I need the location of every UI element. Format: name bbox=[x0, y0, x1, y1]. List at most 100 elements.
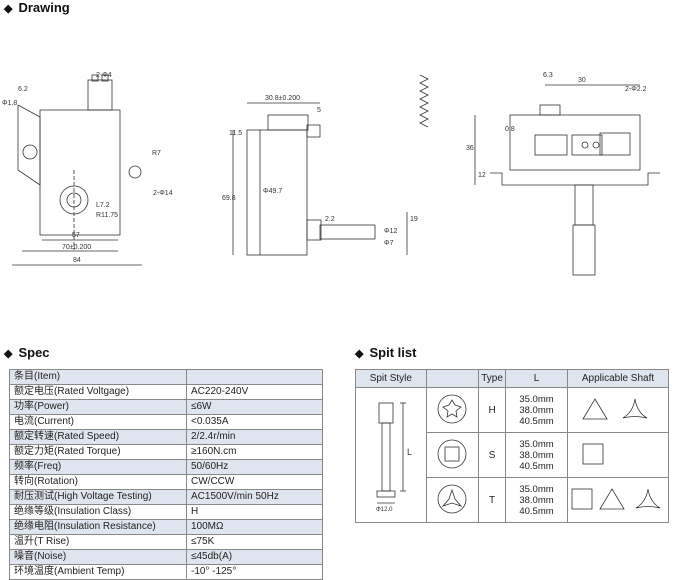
multi-shaft-icons bbox=[571, 487, 661, 509]
spec-value: ≤6W bbox=[186, 399, 323, 415]
spec-value: AC1500V/min 50Hz bbox=[186, 489, 323, 505]
spec-row: 额定电压(Rated Voltgage)AC220-240V bbox=[9, 384, 323, 400]
dim-label: Φ49.7 bbox=[263, 188, 282, 195]
spit-header-type: Type bbox=[478, 369, 506, 388]
spit-length-value: 35.0mm bbox=[519, 393, 554, 405]
spec-row: 条目(Item) bbox=[9, 369, 323, 385]
spit-length-label: L bbox=[407, 447, 412, 457]
spec-key: 噪音(Noise) bbox=[9, 549, 187, 565]
spit-length-value: 40.5mm bbox=[519, 415, 554, 427]
right-shaft bbox=[572, 224, 596, 276]
spec-key: 耐压测试(High Voltage Testing) bbox=[9, 489, 187, 505]
spec-key: 条目(Item) bbox=[9, 369, 187, 385]
spit-table: Spit Style Type L Applicable Shaft bbox=[355, 369, 669, 523]
spec-title: Spec bbox=[18, 345, 50, 360]
spit-lengths: 35.0mm 38.0mm 40.5mm bbox=[505, 477, 568, 523]
spit-shaft-cell bbox=[567, 477, 669, 523]
drawing-heading: ◆ Drawing bbox=[4, 0, 70, 15]
spec-key: 功率(Power) bbox=[9, 399, 187, 415]
side-shaft bbox=[319, 224, 376, 240]
spring-coil bbox=[419, 74, 429, 128]
dim-label: 6.2 bbox=[18, 86, 28, 93]
spec-row: 额定力矩(Rated Torque)≥160N.cm bbox=[9, 444, 323, 460]
spec-row: 环境温度(Ambient Temp)-10° -125° bbox=[9, 564, 323, 580]
dim-label: R11.75 bbox=[96, 212, 118, 219]
side-view bbox=[232, 102, 408, 256]
square-shaft-icon bbox=[582, 443, 604, 464]
diamond-bullet-icon: ◆ bbox=[4, 3, 13, 15]
spec-key: 温升(T Rise) bbox=[9, 534, 187, 550]
spit-style-icon: L Φ12.0 bbox=[376, 402, 412, 513]
spec-key: 额定转速(Rated Speed) bbox=[9, 429, 187, 445]
spec-value: ≥160N.cm bbox=[186, 444, 323, 460]
dim-label: Φ7 bbox=[384, 240, 394, 247]
spec-row: 功率(Power)≤6W bbox=[9, 399, 323, 415]
spit-length-value: 35.0mm bbox=[519, 483, 554, 495]
dim-label: 2-Φ4 bbox=[96, 72, 112, 79]
spec-row: 频率(Freq)50/60Hz bbox=[9, 459, 323, 475]
spec-row: 额定转速(Rated Speed)2/2.4r/min bbox=[9, 429, 323, 445]
dim-label: Φ12 bbox=[384, 228, 397, 235]
spit-length-value: 38.0mm bbox=[519, 404, 554, 416]
spit-shaft-cell bbox=[567, 387, 669, 433]
spit-header-blank bbox=[425, 369, 480, 388]
spit-row: S 35.0mm 38.0mm 40.5mm bbox=[356, 432, 669, 478]
right-body bbox=[509, 114, 641, 171]
drawing-title: Drawing bbox=[18, 0, 70, 15]
spec-key: 转向(Rotation) bbox=[9, 474, 187, 490]
spec-row: 噪音(Noise)≤45db(A) bbox=[9, 549, 323, 565]
dim-label: 0.8 bbox=[505, 126, 515, 133]
spec-row: 绝缘电阻(Insulation Resistance)100MΩ bbox=[9, 519, 323, 535]
dim-label: 19 bbox=[410, 216, 418, 223]
spec-value: ≤75K bbox=[186, 534, 323, 550]
spec-key: 电流(Current) bbox=[9, 414, 187, 430]
dim-label: 11.5 bbox=[229, 130, 242, 137]
spit-lengths: 35.0mm 38.0mm 40.5mm bbox=[505, 387, 568, 433]
spit-row: L Φ12.0 H 35.0mm 38.0mm 40.5mm bbox=[355, 387, 669, 523]
spec-value: 2/2.4r/min bbox=[186, 429, 323, 445]
spec-heading: ◆Spec bbox=[4, 345, 50, 360]
dim-label: 6.3 bbox=[543, 72, 553, 79]
spit-shaft-cell bbox=[567, 432, 669, 478]
spit-row: T 35.0mm 38.0mm 40.5mm bbox=[356, 477, 669, 523]
front-view bbox=[12, 74, 142, 266]
spit-length-value: 38.0mm bbox=[519, 494, 554, 506]
dim-label: 30 bbox=[578, 77, 586, 84]
dim-label: 57 bbox=[72, 232, 80, 239]
dim-label: 2.2 bbox=[325, 216, 335, 223]
spit-type: S bbox=[478, 432, 506, 478]
spit-cross-section bbox=[425, 477, 480, 523]
front-left-flange bbox=[17, 104, 41, 186]
spec-key: 绝缘等级(Insulation Class) bbox=[9, 504, 187, 520]
spit-title: Spit list bbox=[369, 345, 417, 360]
right-view bbox=[474, 84, 660, 276]
spit-length-value: 35.0mm bbox=[519, 438, 554, 450]
h-section-icon bbox=[437, 394, 467, 423]
dim-label: 69.8 bbox=[222, 195, 236, 202]
spec-key: 额定力矩(Rated Torque) bbox=[9, 444, 187, 460]
dim-label: 2-Φ14 bbox=[153, 190, 173, 197]
spec-row: 温升(T Rise)≤75K bbox=[9, 534, 323, 550]
spit-header-shaft: Applicable Shaft bbox=[567, 369, 669, 388]
spec-key: 额定电压(Rated Voltgage) bbox=[9, 384, 187, 400]
spec-value: 50/60Hz bbox=[186, 459, 323, 475]
dim-label: Φ1.8 bbox=[2, 100, 17, 107]
spec-key: 环境温度(Ambient Temp) bbox=[9, 564, 187, 580]
spec-value: <0.035A bbox=[186, 414, 323, 430]
spec-value: -10° -125° bbox=[186, 564, 323, 580]
spit-type: H bbox=[478, 387, 506, 433]
spec-value: CW/CCW bbox=[186, 474, 323, 490]
spec-value: AC220-240V bbox=[186, 384, 323, 400]
spit-length-value: 40.5mm bbox=[519, 505, 554, 517]
technical-drawing: 2-Φ4 Φ1.8 6.2 R7 2-Φ14 57 70±0.200 84 R1… bbox=[2, 72, 660, 276]
dim-label: 36 bbox=[466, 145, 474, 152]
spit-dia-label: Φ12.0 bbox=[376, 507, 393, 513]
spit-length-value: 38.0mm bbox=[519, 449, 554, 461]
spec-value: H bbox=[186, 504, 323, 520]
dim-label: 5 bbox=[317, 107, 321, 114]
dim-label: L7.2 bbox=[96, 202, 110, 209]
t-section-icon bbox=[437, 484, 467, 513]
front-connector bbox=[87, 79, 113, 111]
spit-header-length: L bbox=[505, 369, 568, 388]
spec-row: 绝缘等级(Insulation Class)H bbox=[9, 504, 323, 520]
